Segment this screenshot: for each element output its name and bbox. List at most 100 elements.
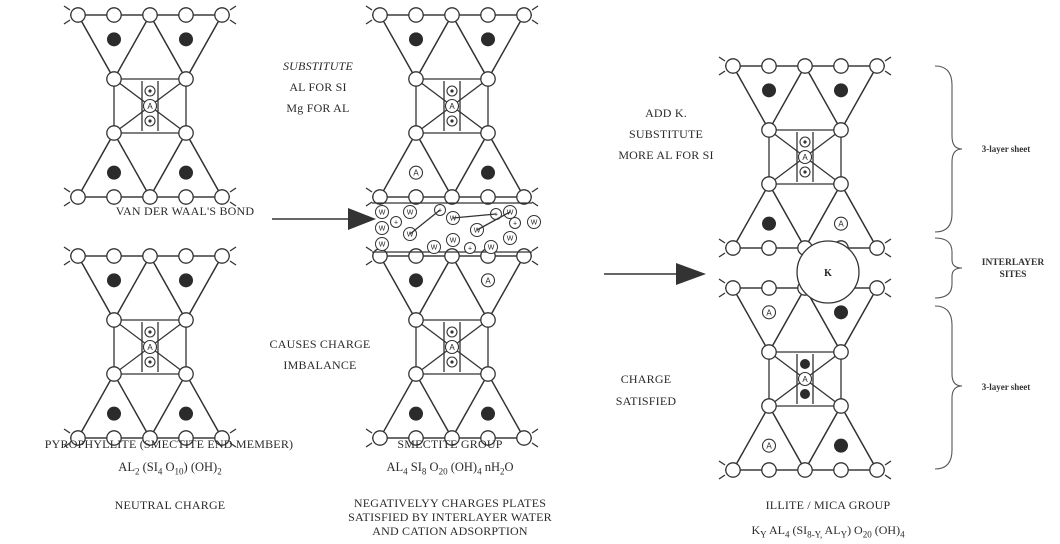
edge-tick (531, 5, 539, 11)
oxygen-atom (214, 248, 230, 264)
exchange-cation (464, 242, 476, 254)
oxygen-atom (408, 71, 424, 87)
oxygen-atom (869, 462, 885, 478)
oxygen-atom (106, 312, 122, 328)
tetrahedron (148, 131, 224, 198)
tetrahedron (450, 372, 526, 439)
bracket-label-bottom: 3-layer sheet (981, 382, 1031, 392)
bond-line (768, 405, 806, 471)
bond-line (379, 373, 417, 439)
bond-line (768, 287, 806, 353)
edge-tick (884, 460, 892, 466)
silicon-atom (834, 83, 848, 98)
tetrahedron (76, 131, 152, 198)
tetrahedron (76, 255, 152, 322)
aluminum-symbol: A (485, 276, 491, 285)
bond-line (77, 373, 115, 439)
edge-tick (718, 474, 726, 480)
pyrophyllite-title: PYROPHYLLITE (SMECTITE END MEMBER) (44, 437, 294, 451)
oxygen-atom (178, 125, 194, 141)
edge-tick (365, 260, 373, 266)
aluminum-symbol: A (766, 442, 772, 451)
substitute-note-line3: Mg FOR AL (286, 101, 350, 115)
oxygen-atom (833, 176, 849, 192)
edge-tick (229, 19, 237, 25)
hydration-bond (452, 213, 497, 219)
hydroxyl-dot (148, 89, 152, 93)
cation-symbol: + (468, 246, 472, 253)
oxygen-atom (142, 189, 158, 205)
bond-line (185, 255, 223, 321)
bond-line (487, 373, 525, 439)
edge-tick (63, 201, 71, 207)
edge-tick (365, 428, 373, 434)
smectite-formula: AL4 SI8 O20 (OH)4 nH2O (386, 460, 514, 477)
bond-line (451, 14, 489, 80)
oxygen-atom (70, 248, 86, 264)
smectite-title: SMECTITE GROUP (397, 437, 503, 451)
oxygen-atom (106, 71, 122, 87)
exchange-cation (390, 216, 402, 228)
edge-tick (229, 5, 237, 11)
oxygen-atom (761, 280, 777, 296)
oxygen-atom (178, 366, 194, 382)
smectite-note-line3: AND CATION ADSORPTION (372, 524, 528, 538)
oxygen-atom (761, 462, 777, 478)
silicon-atom (409, 273, 423, 288)
oxygen-atom (70, 189, 86, 205)
tetrahedron (378, 131, 454, 198)
bond-line (149, 373, 187, 439)
water-symbol: W (407, 232, 414, 239)
aluminum-atom (142, 98, 158, 114)
silicon-atom (107, 165, 121, 180)
aluminum-atom (797, 149, 813, 165)
oxygen-atom (480, 125, 496, 141)
oxygen-atom (725, 240, 741, 256)
hydration-bond (476, 211, 511, 231)
silicon-atom (834, 305, 848, 320)
aluminum-symbol: A (802, 153, 808, 162)
water-symbol: W (531, 220, 538, 227)
oxygen-atom (408, 125, 424, 141)
illite-lower-layer: AAA (718, 278, 892, 480)
tetrahedron (450, 131, 526, 198)
bond-line (487, 132, 525, 198)
edge-tick (63, 246, 71, 252)
charge-note-line1: CHARGE (620, 372, 672, 386)
oxygen-atom (408, 7, 424, 23)
oxygen-atom (70, 7, 86, 23)
aluminum-symbol: A (147, 102, 153, 111)
water-molecule (375, 221, 389, 235)
edge-tick (531, 260, 539, 266)
oxygen-atom (480, 366, 496, 382)
edge-tick (229, 246, 237, 252)
oxygen-atom (761, 58, 777, 74)
bond-line (732, 287, 770, 353)
bond-line (379, 132, 417, 198)
bracket-label-top: 3-layer sheet (981, 144, 1031, 154)
tetrahedron (731, 404, 807, 471)
edge-tick (229, 428, 237, 434)
tetrahedron (731, 287, 807, 354)
oxygen-atom (833, 58, 849, 74)
bond-line (451, 373, 489, 439)
edge-tick (365, 442, 373, 448)
edge-tick (229, 187, 237, 193)
oxygen-atom (444, 7, 460, 23)
oxygen-atom (516, 189, 532, 205)
vdw-bond-label: VAN DER WAAL'S BOND (115, 204, 255, 218)
cation-symbol: + (513, 221, 517, 228)
bond-line (113, 373, 151, 439)
oxygen-atom (869, 240, 885, 256)
oxygen-atom (869, 58, 885, 74)
bracket-label-interlayer-1: INTERLAYER (981, 258, 1045, 268)
bond-line (732, 183, 770, 249)
bond-line (732, 405, 770, 471)
oxygen-atom (761, 176, 777, 192)
edge-tick (229, 260, 237, 266)
brace-top (934, 65, 963, 233)
pyrophyllite-formula: AL2 (SI4 O10) (OH)2 (118, 460, 222, 477)
aluminum-symbol: A (147, 343, 153, 352)
bond-line (840, 65, 878, 131)
